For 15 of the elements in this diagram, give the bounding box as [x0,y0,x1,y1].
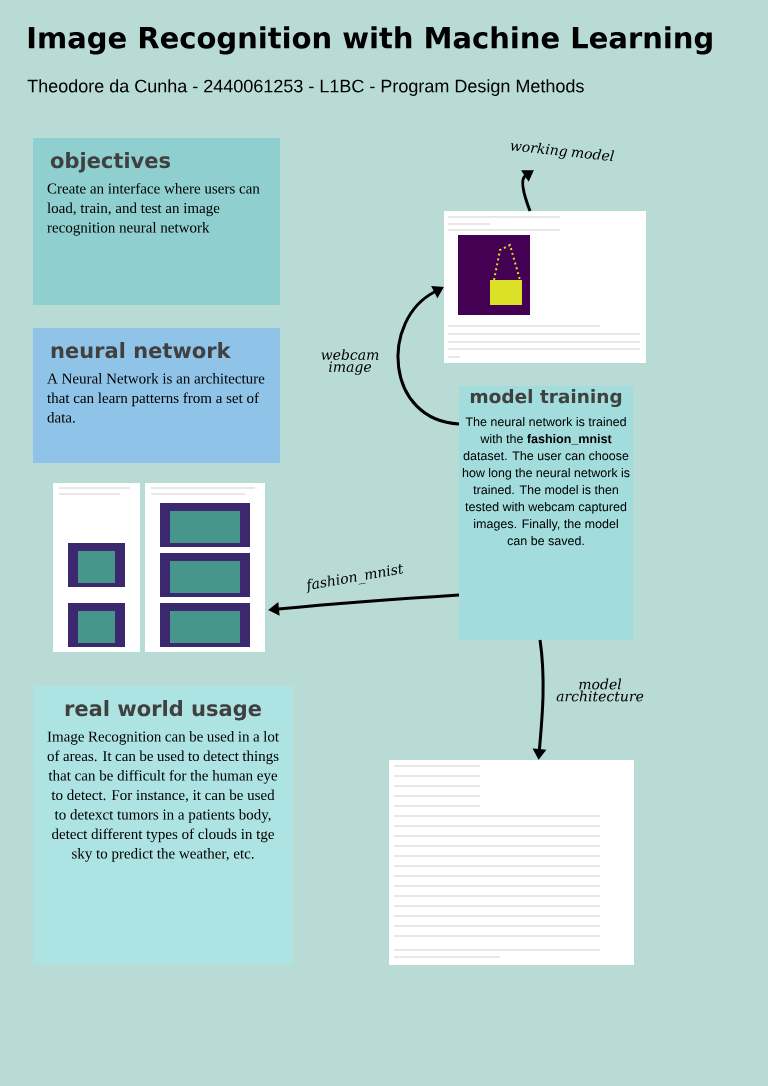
arrow [521,170,534,212]
edge-label: working model [510,142,615,162]
edge-label: webcam image [321,349,379,375]
subtitle: Theodore da Cunha - 2440061253 - L1BC - Program Design Methods [27,79,584,96]
title: Image Recognition with Machine Learning [28,26,712,55]
screenshot-picture [389,760,634,965]
text-box: real world usage Image Recognition can be used in a lot of areas. It can be used to detect things that can be difficult for the human eye to detect. For instance, it can be used to detexct tumors in a patients body, detect different types of clouds in tge sky to predict the weather, etc. [33,686,293,965]
text-box: neural network A Neural Network is an architecture that can learn patterns from a set of data. [33,328,280,463]
screenshot-picture [444,211,646,363]
arrow [396,285,460,426]
screenshot-picture [53,483,140,652]
text-box: objectives Create an interface where users can load, train, and test an image recognition neural network [33,138,280,305]
edge-label: model architecture [556,678,644,702]
screenshot-picture [145,483,265,652]
text-box: model training The neural network is trained with the fashion_mnist dataset. The user can choose how long the neural network is trained. The model is then tested with webcam captured images. Finally, the model can be saved. [459,386,633,640]
